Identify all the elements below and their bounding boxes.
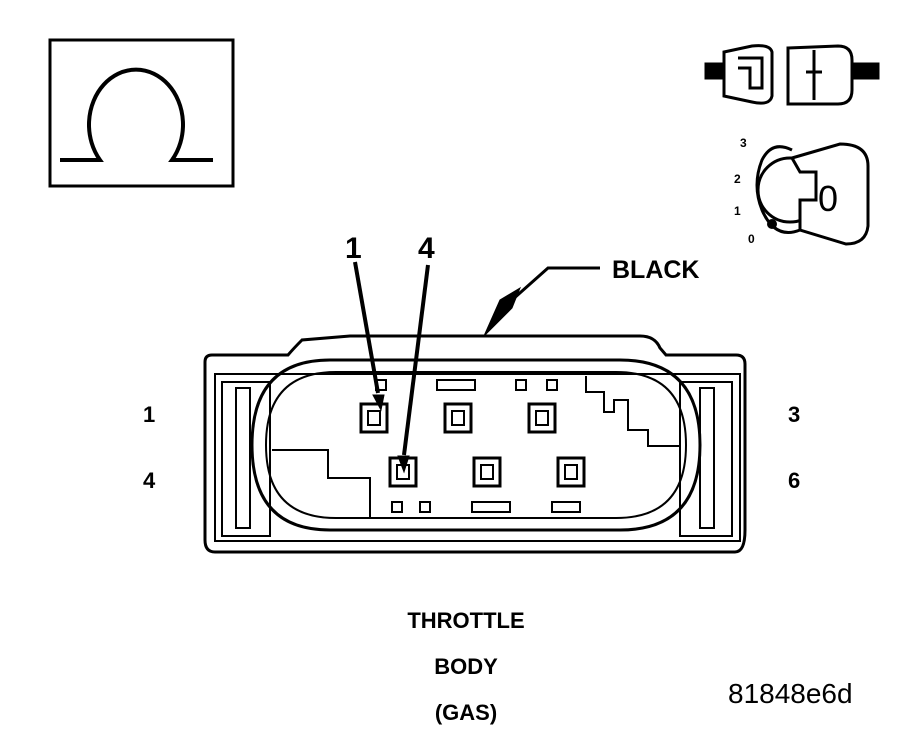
dial-position-2: 2 bbox=[734, 172, 741, 186]
caption-line-3: (GAS) bbox=[434, 700, 498, 725]
pin-label-top-right: 3 bbox=[788, 402, 801, 427]
disconnected-connector-icon bbox=[704, 44, 880, 106]
connector-body bbox=[203, 334, 747, 554]
pin-label-top-left: 1 bbox=[143, 402, 156, 427]
cavity-6 bbox=[556, 456, 586, 488]
cavity-1 bbox=[359, 402, 389, 434]
callout-cavity-4: 4 bbox=[418, 232, 435, 265]
ohmmeter-icon bbox=[48, 38, 235, 188]
dial-position-1: 1 bbox=[734, 204, 741, 218]
caption-line-1: THROTTLE bbox=[407, 608, 525, 633]
pin-label-bottom-left: 4 bbox=[143, 468, 156, 493]
cavity-2 bbox=[443, 402, 473, 434]
cavity-4 bbox=[388, 456, 418, 488]
callout-color-label: BLACK bbox=[612, 256, 700, 284]
cavity-5 bbox=[472, 456, 502, 488]
callout-cavity-1: 1 bbox=[345, 232, 362, 265]
key-position-label: 0 bbox=[818, 178, 839, 219]
pin-label-bottom-right: 6 bbox=[788, 468, 801, 493]
cavity-3 bbox=[527, 402, 557, 434]
dial-position-0: 0 bbox=[748, 232, 755, 246]
dial-position-3: 3 bbox=[740, 136, 747, 150]
caption-line-2: BODY bbox=[434, 654, 498, 679]
ignition-key-icon bbox=[755, 142, 870, 246]
connector-cavities bbox=[359, 402, 586, 488]
callout-leaders bbox=[353, 261, 600, 474]
figure-id: 81848e6d bbox=[728, 678, 853, 709]
